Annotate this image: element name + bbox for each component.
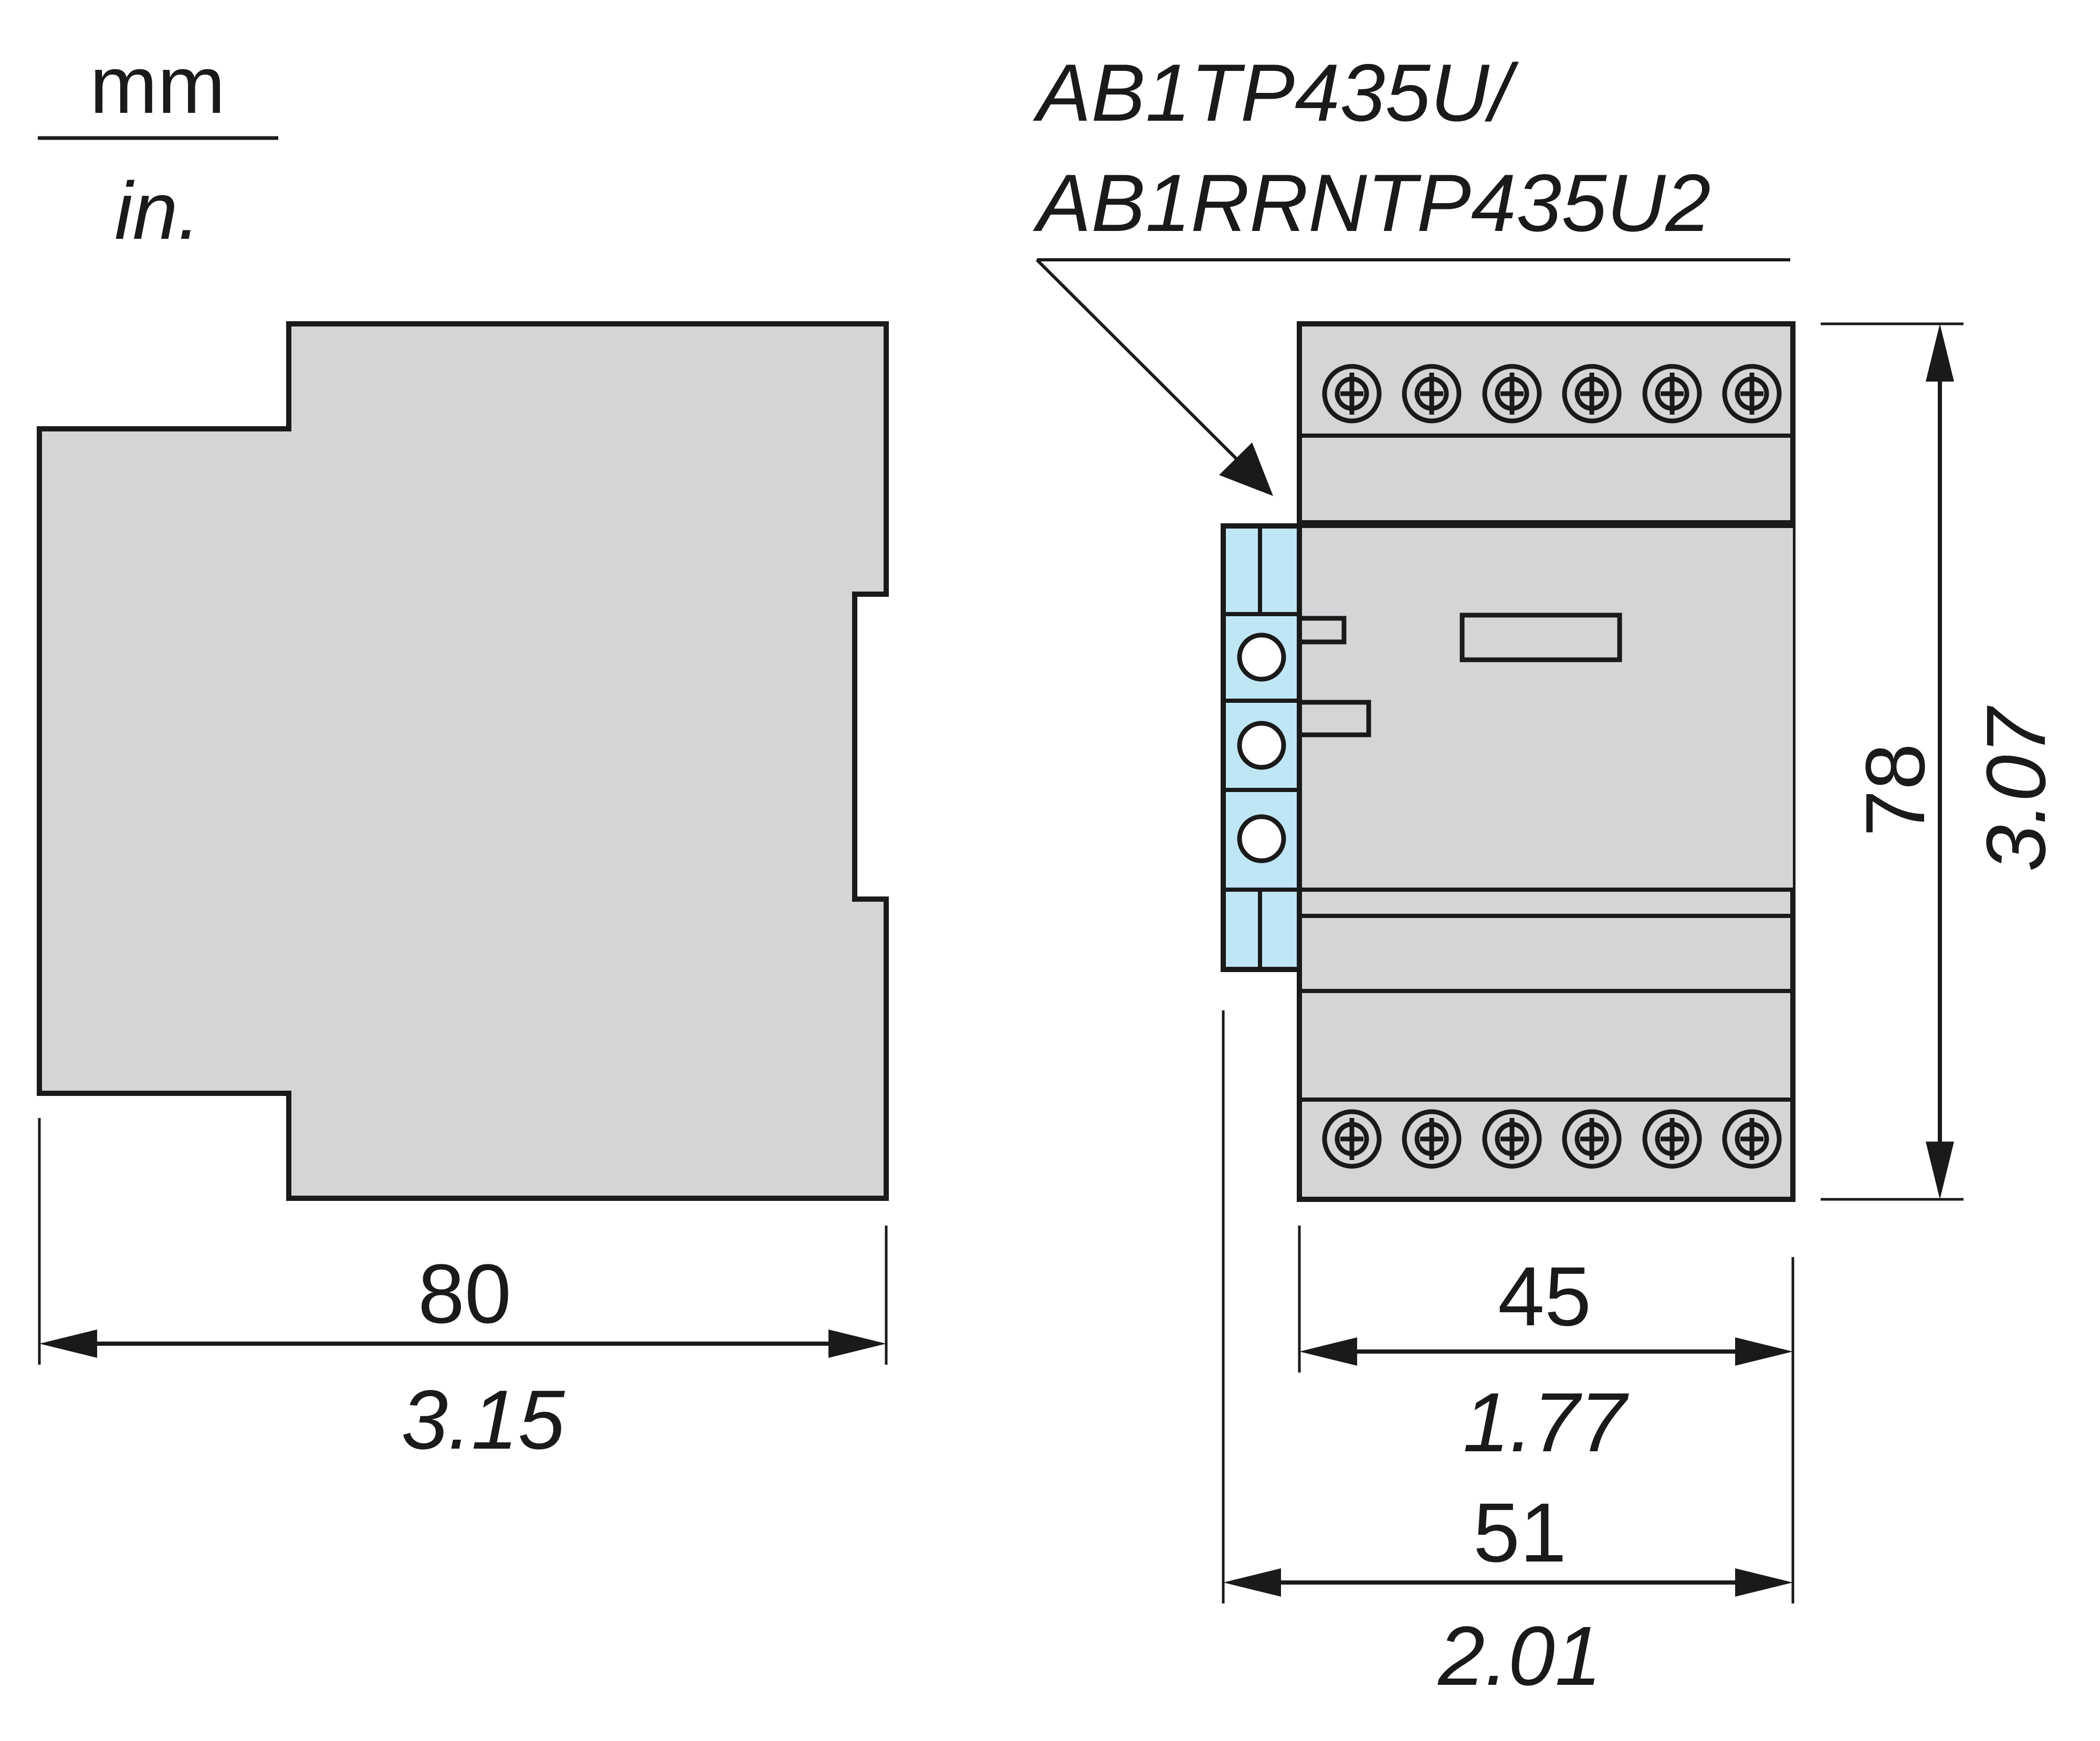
model-label-line2: AB1RRNTP435U2 (1033, 157, 1711, 248)
front-width-dimension: 45 1.77 (1298, 1226, 1794, 1603)
units-imperial: in. (114, 165, 201, 256)
model-label-leader (1035, 258, 1245, 467)
screw-terminal-icon (1402, 364, 1462, 424)
bottom-screw-terminals (1322, 1109, 1782, 1169)
front-width-mm: 45 (1498, 1249, 1591, 1343)
dimension-arrow-icon (1735, 1337, 1793, 1366)
screw-terminal-icon (1562, 1109, 1622, 1169)
front-width-in: 1.77 (1463, 1375, 1629, 1469)
side-width-in: 3.15 (401, 1373, 565, 1466)
terminal-pin-icon (1237, 632, 1286, 682)
screw-terminal-icon (1642, 1109, 1702, 1169)
lower-tab (1297, 700, 1371, 737)
units-legend: mm in. (38, 39, 278, 256)
overall-width-mm: 51 (1473, 1485, 1567, 1579)
screw-terminal-icon (1402, 1109, 1462, 1169)
screw-terminal-icon (1482, 1109, 1542, 1169)
dimension-arrow-icon (1926, 324, 1954, 382)
side-view (37, 321, 889, 1201)
terminal-pin-icon (1237, 721, 1286, 770)
overall-width-in: 2.01 (1437, 1609, 1601, 1703)
dimension-arrow-icon (828, 1330, 886, 1358)
height-dimension: 78 3.07 (1821, 322, 2063, 1201)
dimension-arrow-icon (39, 1330, 97, 1358)
indicator-window (1460, 613, 1622, 662)
dimension-arrow-icon (1223, 1568, 1281, 1597)
top-screw-terminals (1322, 364, 1782, 424)
leader-arrow-icon (1219, 442, 1273, 496)
screw-terminal-icon (1322, 1109, 1382, 1169)
height-in: 3.07 (1969, 705, 2063, 871)
upper-tab (1297, 616, 1347, 645)
side-terminal-block (1221, 523, 1302, 972)
front-view (1221, 321, 1796, 1202)
screw-terminal-icon (1562, 364, 1622, 424)
dimension-arrow-icon (1299, 1337, 1357, 1366)
overall-width-dimension: 51 2.01 (1222, 1010, 1793, 1703)
dimension-arrow-icon (1926, 1142, 1954, 1199)
screw-terminal-icon (1322, 364, 1382, 424)
side-width-mm: 80 (418, 1247, 511, 1341)
units-metric: mm (90, 39, 225, 130)
model-label-line1: AB1TP435U/ (1033, 47, 1519, 138)
screw-terminal-icon (1642, 364, 1702, 424)
dimension-arrow-icon (1735, 1568, 1793, 1597)
front-center-panel (1299, 525, 1793, 890)
screw-terminal-icon (1722, 1109, 1782, 1169)
side-width-dimension: 80 3.15 (38, 1118, 888, 1466)
model-label: AB1TP435U/ AB1RRNTP435U2 (1033, 47, 1790, 496)
screw-terminal-icon (1722, 364, 1782, 424)
height-mm: 78 (1848, 743, 1942, 837)
side-view-body (37, 321, 889, 1201)
screw-terminal-icon (1482, 364, 1542, 424)
terminal-pin-icon (1237, 814, 1286, 863)
